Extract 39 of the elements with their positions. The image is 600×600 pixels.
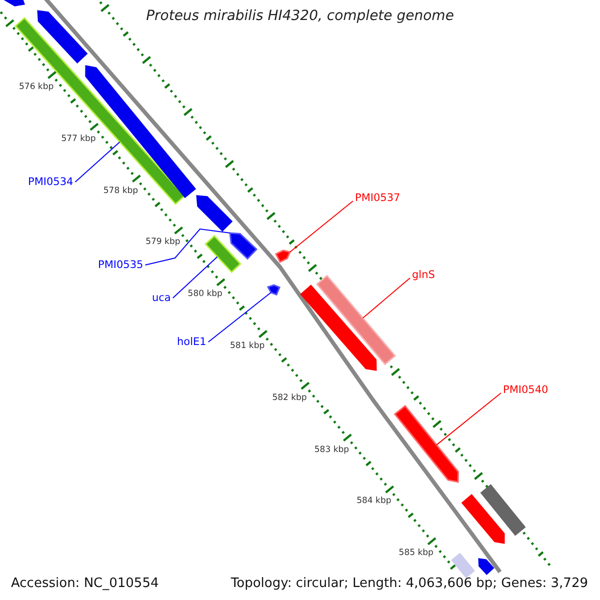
gene-label: PMI0535 <box>98 259 144 271</box>
leader-line <box>172 256 218 298</box>
ruler-label: 580 kbp <box>188 289 222 300</box>
gene-label: PMI0534 <box>28 176 74 188</box>
footer-text: Topology: circular; Length: 4,063,606 bp; Genes: 3,729 <box>230 575 589 592</box>
gene-feature <box>480 484 526 536</box>
ruler-label: 576 kbp <box>19 82 54 92</box>
ruler-label: 581 kbp <box>230 341 265 351</box>
gene-label: uca <box>152 292 171 304</box>
gene-feature <box>275 250 292 263</box>
gene-feature <box>204 234 242 274</box>
leader-line <box>290 200 354 252</box>
ruler-label: 585 kbp <box>398 548 434 558</box>
gene-feature <box>37 10 88 64</box>
gene-feature <box>229 232 258 260</box>
footer-text: Accession: NC_010554 <box>10 575 160 592</box>
title: Proteus mirabilis HI4320, complete genome <box>145 8 455 24</box>
gene-feature <box>451 552 475 578</box>
leader-line <box>208 292 272 342</box>
ruler-label: 584 kbp <box>356 496 392 506</box>
ruler-label: 582 kbp <box>272 392 307 403</box>
ruler-label: 577 kbp <box>61 134 96 144</box>
gene-feature <box>196 195 233 232</box>
leader-line <box>144 228 230 266</box>
gene-label: glnS <box>412 269 435 281</box>
ruler-label: 579 kbp <box>146 237 180 248</box>
gene-feature <box>300 284 377 371</box>
gene-feature <box>461 494 505 544</box>
gene-label: PMI0537 <box>355 192 400 204</box>
ruler-label: 578 kbp <box>103 186 138 196</box>
gene-feature <box>266 284 280 296</box>
gene-feature <box>478 558 494 576</box>
gene-feature <box>316 274 396 366</box>
gene-label: holE1 <box>177 336 206 348</box>
leader-line <box>362 278 410 319</box>
gene-label: PMI0540 <box>503 384 548 396</box>
ruler-label: 583 kbp <box>314 444 350 455</box>
gene-feature <box>394 404 459 483</box>
leader-line <box>436 392 502 446</box>
